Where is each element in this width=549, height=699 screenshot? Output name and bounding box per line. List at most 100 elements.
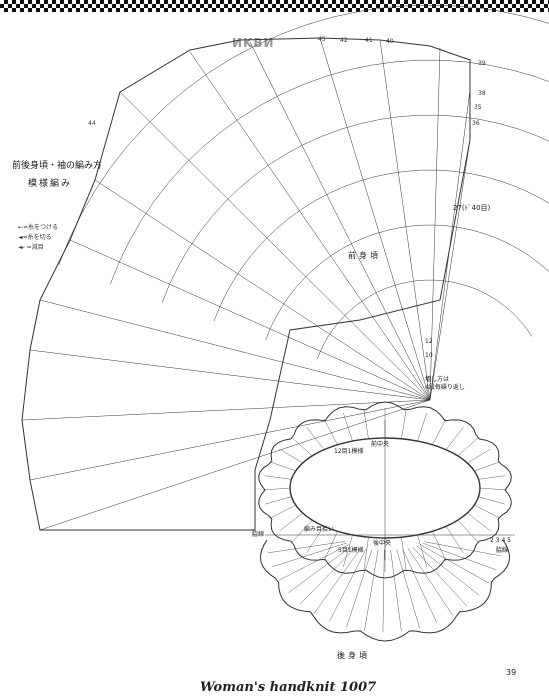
chart-back-hatch-118 bbox=[329, 548, 367, 622]
chart-back-hatch-145 bbox=[288, 545, 353, 593]
chart-back-hatch-73 bbox=[396, 549, 420, 629]
chart-band-1 bbox=[265, 224, 549, 341]
label-increase-note-line2: 4段毎繰り返し bbox=[425, 384, 465, 391]
label-side-seam-right: 脇線 bbox=[496, 547, 509, 554]
chart-yoke-hatch-350 bbox=[478, 475, 506, 480]
chart-yoke-hatch-310 bbox=[445, 427, 464, 450]
chart-yoke-hatch-130 bbox=[306, 526, 325, 553]
diagram-subtitle: 模様編み bbox=[28, 179, 73, 189]
chart-yoke-hatch-110 bbox=[343, 534, 353, 568]
chart-yoke-hatch-320 bbox=[457, 437, 479, 457]
chart-spoke-4 bbox=[379, 39, 431, 401]
chart-spoke-11 bbox=[29, 349, 431, 401]
chart-yoke-hatch-120 bbox=[323, 531, 338, 562]
chart-yoke-hatch-100 bbox=[363, 537, 369, 571]
checker-border bbox=[0, 0, 549, 12]
label-front-body: 前身頃 bbox=[348, 251, 381, 260]
label-front-center: 前中央 bbox=[371, 441, 390, 448]
legend-item-attach-yarn: ←=糸をつける bbox=[18, 224, 59, 231]
label-12-stitch-pattern: 12目1模様 bbox=[334, 448, 364, 455]
chart-band-4 bbox=[110, 59, 549, 284]
chart-spoke-8 bbox=[94, 179, 431, 401]
chart-outline bbox=[21, 37, 471, 531]
chart-back-hatch-91 bbox=[382, 549, 385, 632]
chart-band-5 bbox=[58, 4, 549, 265]
chart-back-hatch-19 bbox=[422, 543, 497, 571]
label-increase-note-line1: 増し方は bbox=[425, 376, 450, 383]
chart-band-2 bbox=[213, 169, 549, 322]
chart-back-hatch-136 bbox=[299, 546, 357, 605]
chart-spoke-9 bbox=[69, 239, 431, 401]
chart-yoke-hatch-170 bbox=[264, 496, 292, 505]
diagram-title: 前後身頃・袖の編み方 bbox=[12, 161, 103, 171]
chart-back-hatch-154 bbox=[278, 544, 350, 581]
chart-yoke-hatch-20 bbox=[474, 504, 500, 519]
label-side-seam-left: 脇線 bbox=[252, 531, 265, 538]
label-row-10: 10 bbox=[425, 352, 433, 359]
label-top-36: 36 bbox=[472, 120, 480, 127]
legend-item-decrease: ◄- =減目 bbox=[18, 244, 44, 251]
chart-back-hatch-100 bbox=[364, 549, 379, 631]
chart-spoke-7 bbox=[429, 139, 471, 401]
chart-yoke-hatch-160 bbox=[270, 504, 296, 519]
chart-yoke-hatch-330 bbox=[467, 448, 491, 464]
chart-yoke-hatch-180 bbox=[262, 487, 291, 491]
footer-magazine-title: Woman's handknit 1007 bbox=[200, 680, 377, 695]
chart-spoke-0 bbox=[119, 91, 431, 401]
label-center-back: 後中央 bbox=[373, 540, 392, 547]
chart-yoke-hatch-30 bbox=[467, 512, 491, 532]
chart-spoke-3 bbox=[319, 37, 431, 401]
page-number: 39 bbox=[506, 668, 517, 677]
label-top-41: 41 bbox=[365, 37, 373, 44]
chart-yoke-hatch-340 bbox=[474, 461, 500, 472]
label-top-42: 42 bbox=[340, 37, 348, 44]
chart-band-3 bbox=[161, 114, 549, 303]
chart-yoke-hatch-70 bbox=[417, 534, 427, 568]
chart-back-hatch-109 bbox=[346, 549, 373, 628]
chart-back-hatch-64 bbox=[402, 548, 437, 623]
label-top-45: 45 bbox=[318, 36, 326, 43]
chart-spoke-10 bbox=[39, 299, 431, 401]
label-row-12: 12 bbox=[425, 338, 433, 345]
label-5-stitch-pattern: 5目1模様 bbox=[338, 547, 364, 554]
chart-yoke-hatch-300 bbox=[432, 418, 447, 445]
chart-spoke-14 bbox=[39, 399, 431, 531]
chart-yoke-hatch-200 bbox=[270, 461, 296, 472]
chart-spoke-12 bbox=[21, 399, 431, 421]
chart-back-body-edge bbox=[259, 539, 511, 642]
chart-yoke-hatch-260 bbox=[363, 409, 369, 439]
chart-yoke-hatch-290 bbox=[417, 412, 427, 442]
chart-back-hatch-28 bbox=[420, 544, 490, 584]
label-pick-up: 編み目拾い bbox=[304, 526, 335, 533]
chart-yoke-hatch-280 bbox=[401, 409, 407, 439]
chart-back-hatch-55 bbox=[407, 548, 453, 616]
chart-yoke-hatch-220 bbox=[291, 437, 313, 457]
chart-yoke-hatch-140 bbox=[291, 520, 313, 543]
chart-yoke-hatch-60 bbox=[432, 531, 447, 562]
chart-back-hatch-10 bbox=[424, 541, 502, 557]
chart-spoke-6 bbox=[429, 89, 471, 401]
chart-spoke-1 bbox=[189, 51, 431, 401]
chart-spoke-13 bbox=[29, 399, 431, 481]
chart-back-hatch-163 bbox=[272, 542, 347, 568]
chart-yoke-hatch-150 bbox=[279, 512, 303, 532]
chart-yoke-hatch-50 bbox=[445, 526, 464, 553]
label-top-44: 44 bbox=[88, 120, 96, 127]
label-top-40: 40 bbox=[386, 38, 394, 45]
chart-yoke-hatch-230 bbox=[306, 427, 325, 450]
chart-yoke-hatch-10 bbox=[478, 496, 506, 505]
chart-back-hatch-127 bbox=[313, 547, 362, 614]
chart-back-hatch-172 bbox=[268, 541, 346, 554]
chart-yoke-hatch-190 bbox=[264, 475, 292, 480]
chart-band-0 bbox=[316, 279, 533, 360]
chart-spoke-5 bbox=[429, 47, 441, 401]
label-back-body: 後身頃 bbox=[337, 651, 370, 660]
chart-yoke-hatch-0 bbox=[479, 487, 508, 491]
label-top-38: 38 bbox=[478, 90, 486, 97]
chart-back-hatch-37 bbox=[416, 545, 480, 596]
chart-yoke-hatch-80 bbox=[401, 537, 407, 571]
chart-yoke-hatch-40 bbox=[457, 520, 479, 543]
label-top-39: 39 bbox=[478, 60, 486, 67]
